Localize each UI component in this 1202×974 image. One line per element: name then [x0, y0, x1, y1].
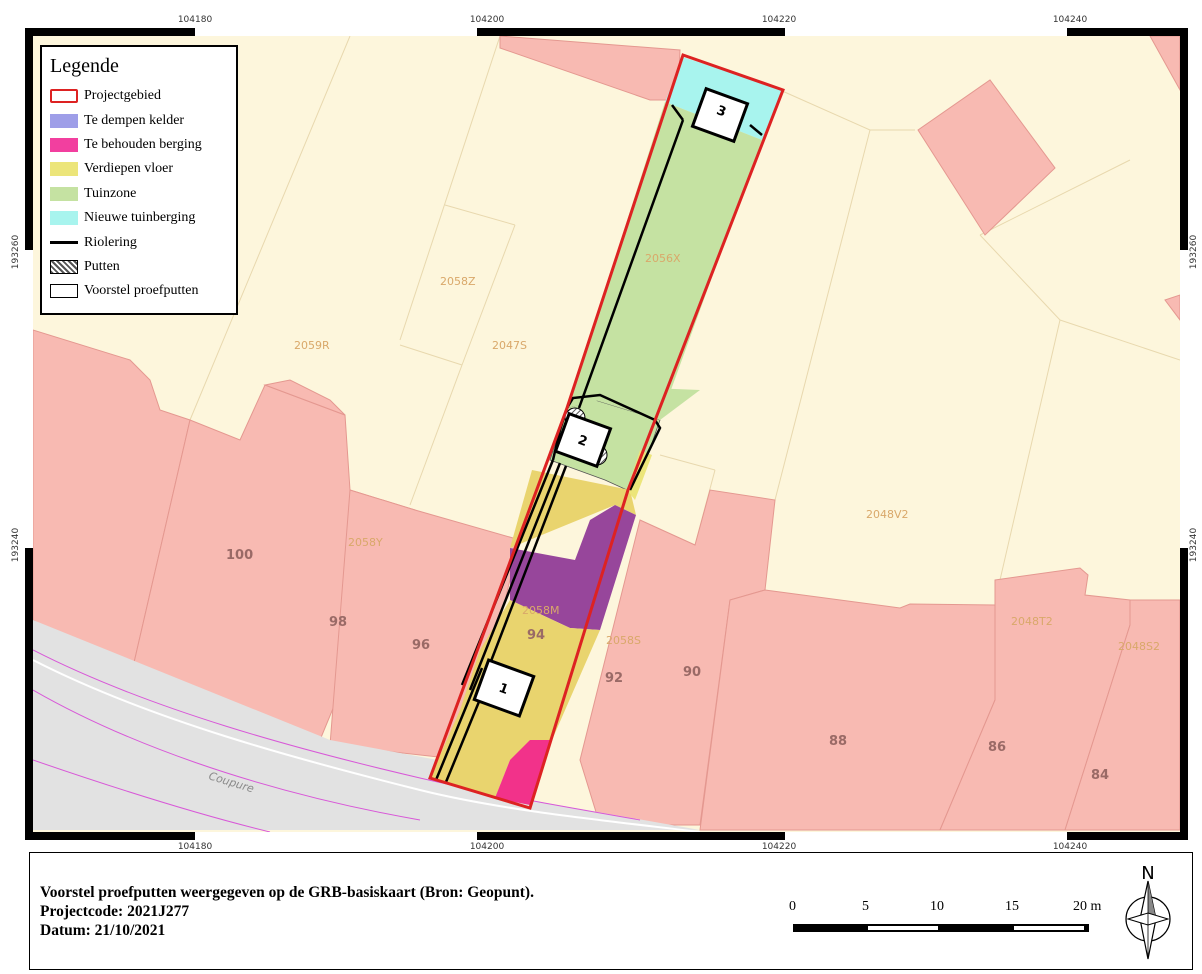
- legend-item-kelder: Te dempen kelder: [50, 108, 236, 132]
- house-number: 94: [527, 628, 545, 643]
- scale-label: 20 m: [1073, 899, 1102, 914]
- legend-label: Putten: [84, 258, 120, 274]
- legend-label: Riolering: [84, 234, 137, 250]
- scale-label: 10: [930, 899, 944, 914]
- footer-description: Voorstel proefputten weergegeven op de G…: [40, 884, 534, 901]
- scale-label: 15: [1005, 899, 1019, 914]
- house-number: 96: [412, 638, 430, 653]
- parcel-label: 2058Y: [348, 536, 383, 549]
- frame-ticks: [25, 28, 1188, 840]
- legend-item-projectgebied: Projectgebied: [50, 84, 236, 108]
- parcel-lines: [189, 36, 1180, 581]
- footer-projectcode: Projectcode: 2021J277: [40, 903, 190, 920]
- parcel-label: 2048V2: [866, 508, 909, 521]
- parcel-label: 2048S2: [1118, 640, 1160, 653]
- legend-item-berging: Te behouden berging: [50, 133, 236, 157]
- parcel-label: 2047S: [492, 339, 527, 352]
- berging-swatch: [50, 137, 78, 152]
- verdiepen-swatch: [50, 162, 78, 177]
- house-number: 86: [988, 740, 1006, 755]
- projectgebied-outline: [428, 53, 785, 810]
- coordinate-labels: 104180 104200 104220 104240 104180 10420…: [11, 15, 1199, 850]
- legend-item-riolering: Riolering: [50, 230, 236, 254]
- legend-label: Voorstel proefputten: [84, 283, 199, 299]
- proefput-1[interactable]: 1: [472, 658, 536, 718]
- parcel-label: 2059R: [294, 339, 330, 352]
- house-number: 98: [329, 615, 347, 630]
- proefputten-swatch: [50, 284, 78, 299]
- house-numbers: 100 98 96 94 92 90 88 86 84: [226, 548, 1109, 783]
- tuinberging-swatch: [50, 211, 78, 226]
- legend-title: Legende: [50, 55, 119, 77]
- parcel-label: 2058Z: [440, 275, 476, 288]
- scale-label: 0: [789, 899, 796, 914]
- legend-label: Te behouden berging: [84, 136, 202, 152]
- legend-label: Nieuwe tuinberging: [84, 210, 196, 226]
- map-view[interactable]: 1 2 3 2058Z 2056X 2059R 2047S 2058Y 2048…: [0, 0, 1202, 850]
- x-coord-top: 104240: [1053, 15, 1088, 25]
- legend-item-tuinberging: Nieuwe tuinberging: [50, 206, 236, 230]
- putten-swatch: [50, 259, 78, 274]
- legend-item-tuinzone: Tuinzone: [50, 182, 236, 206]
- x-coord-top: 104220: [762, 15, 797, 25]
- legend-item-proefputten: Voorstel proefputten: [50, 279, 236, 303]
- x-coord-top: 104180: [178, 15, 213, 25]
- x-coord-bottom: 104200: [470, 842, 505, 850]
- x-coord-bottom: 104220: [762, 842, 797, 850]
- y-coord-right: 193260: [1189, 235, 1199, 270]
- road: [33, 620, 701, 832]
- north-label: N: [1141, 863, 1154, 884]
- x-coord-bottom: 104180: [178, 842, 213, 850]
- buildings: [33, 36, 1180, 831]
- riolering-swatch: [50, 241, 78, 245]
- y-coord-left: 193240: [11, 528, 21, 563]
- house-number: 84: [1091, 768, 1109, 783]
- house-number: 100: [226, 548, 253, 563]
- proefput-2[interactable]: 2: [553, 411, 613, 469]
- legend-label: Verdiepen vloer: [84, 161, 174, 177]
- house-number: 90: [683, 665, 701, 680]
- scale-bar: [793, 924, 1089, 932]
- north-arrow-icon: N: [1125, 863, 1171, 960]
- parcel-label: 2048T2: [1011, 615, 1053, 628]
- parcel-label: 2056X: [645, 252, 681, 265]
- kelder-swatch: [50, 113, 78, 128]
- tuinzone-swatch: [50, 186, 78, 201]
- legend-label: Te dempen kelder: [84, 112, 185, 128]
- legend-label: Projectgebied: [84, 88, 161, 104]
- legend-item-putten: Putten: [50, 255, 236, 279]
- projectgebied-swatch: [50, 89, 78, 104]
- legend-item-verdiepen: Verdiepen vloer: [50, 157, 236, 181]
- legend-label: Tuinzone: [84, 185, 137, 201]
- legend: Legende Projectgebied Te dempen kelder T…: [40, 45, 238, 315]
- scale-label: 5: [862, 899, 869, 914]
- house-number: 88: [829, 734, 847, 749]
- x-coord-top: 104200: [470, 15, 505, 25]
- proefput-3[interactable]: 3: [690, 86, 750, 144]
- house-number: 92: [605, 671, 623, 686]
- footer-date: Datum: 21/10/2021: [40, 922, 166, 939]
- map-footer: Voorstel proefputten weergegeven op de G…: [29, 852, 1193, 970]
- y-coord-left: 193260: [11, 235, 21, 270]
- footer-text: Voorstel proefputten weergegeven op de G…: [40, 883, 534, 940]
- parcel-label: 2058S: [606, 634, 641, 647]
- parcel-label: 2058M: [522, 604, 560, 617]
- y-coord-right: 193240: [1189, 528, 1199, 563]
- x-coord-bottom: 104240: [1053, 842, 1088, 850]
- parcel-labels: 2058Z 2056X 2059R 2047S 2058Y 2048V2 205…: [294, 252, 1160, 653]
